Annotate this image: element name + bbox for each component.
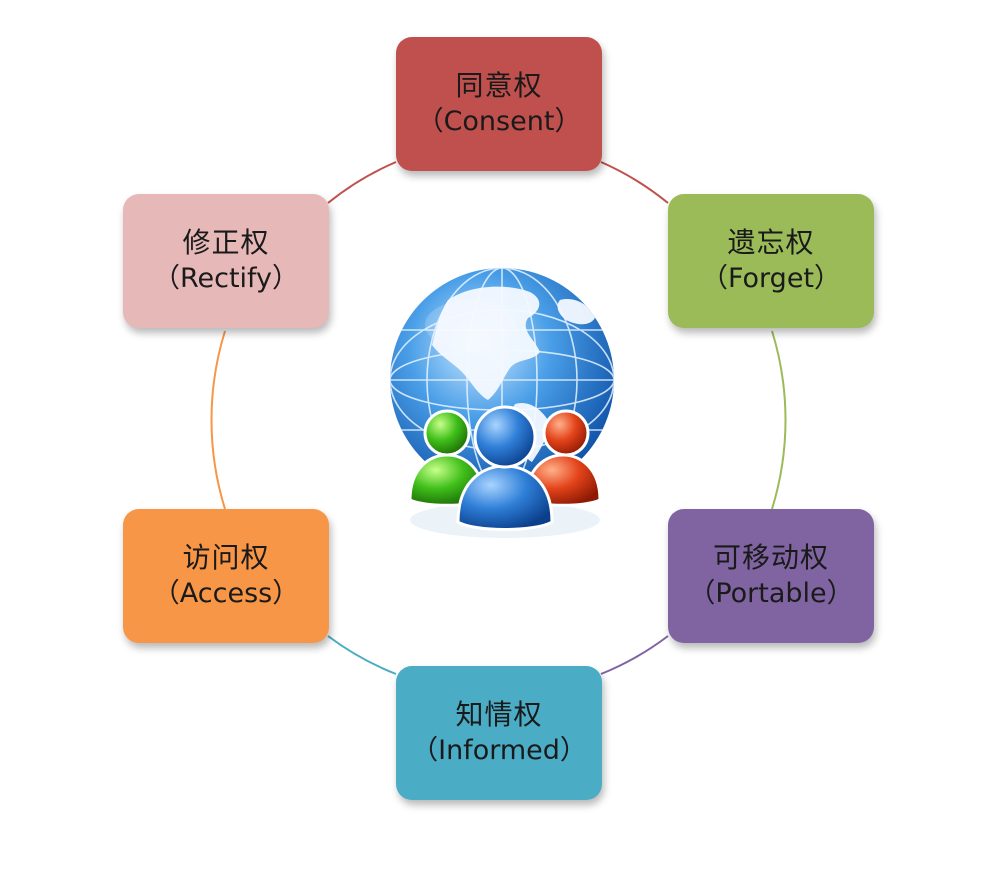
node-rectify-zh: 修正权 [182,226,270,259]
node-informed-en: （Informed） [411,735,587,766]
node-portable-zh: 可移动权 [712,541,829,574]
node-forget-zh: 遗忘权 [727,226,815,259]
node-rectify-en: （Rectify） [152,263,300,294]
node-consent: 同意权 （Consent） [396,37,602,171]
node-access-en: （Access） [152,578,300,609]
node-forget-en: （Forget） [700,263,842,294]
arc-informed-access [327,635,397,675]
arc-rectify-consent [327,161,397,204]
node-access: 访问权 （Access） [123,509,329,643]
arc-consent-forget [600,161,669,204]
arc-access-rectify [210,330,226,510]
node-forget: 遗忘权 （Forget） [668,194,874,328]
node-consent-en: （Consent） [416,106,582,137]
node-informed-zh: 知情权 [455,698,543,731]
arc-forget-portable [771,330,787,510]
arc-portable-informed [600,635,669,675]
node-informed: 知情权 （Informed） [396,666,602,800]
node-rectify: 修正权 （Rectify） [123,194,329,328]
node-portable: 可移动权 （Portable） [668,509,874,643]
globe-with-people-icon [390,268,614,538]
node-portable-en: （Portable） [688,578,854,609]
node-consent-zh: 同意权 [455,69,543,102]
node-access-zh: 访问权 [182,541,270,574]
